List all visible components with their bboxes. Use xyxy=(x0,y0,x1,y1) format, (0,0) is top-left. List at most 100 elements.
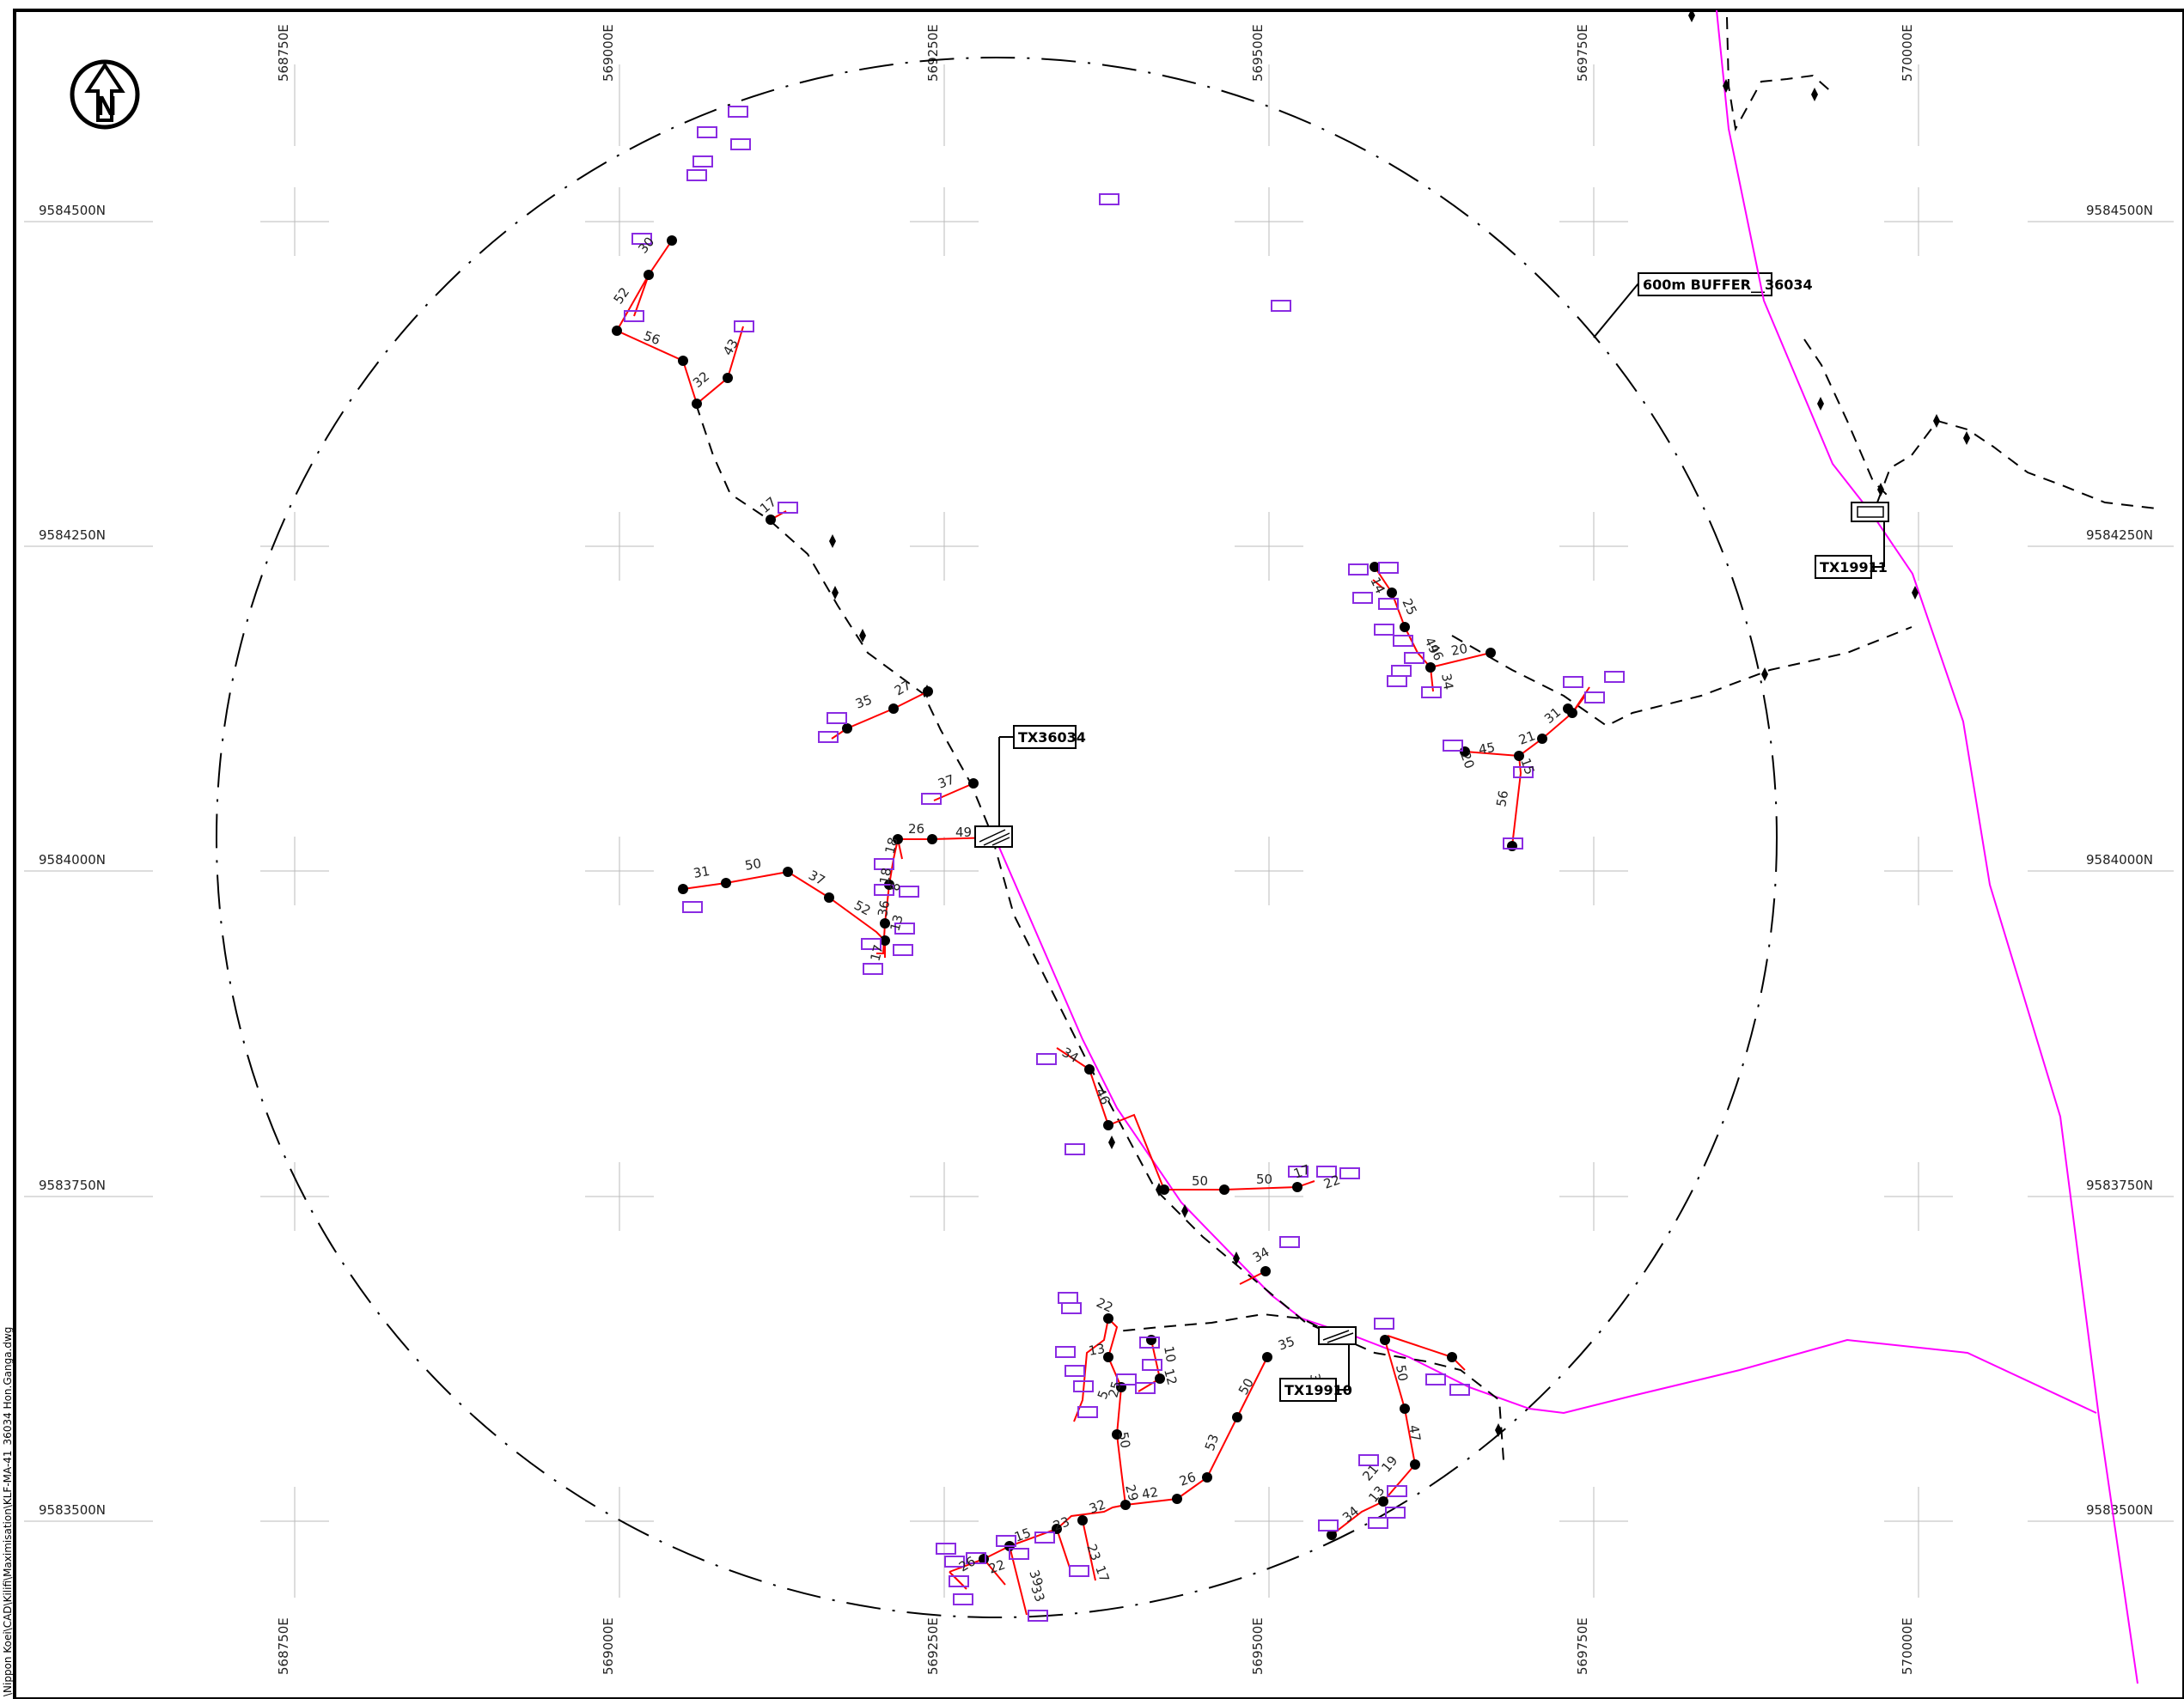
segment-label: 56 xyxy=(1493,789,1511,808)
transformer-tx19911[interactable]: TX19911 xyxy=(1815,502,1889,579)
segment-label: 47 xyxy=(1406,1424,1424,1443)
transformer-tx36034[interactable]: TX36034 xyxy=(974,725,1086,848)
grid-lines xyxy=(24,64,2174,1598)
segment-label: 32 xyxy=(1087,1496,1107,1516)
north-arrow-icon: N xyxy=(70,59,140,130)
easting-label-bottom-3: 569250E xyxy=(925,1617,941,1675)
segment-label: 35 xyxy=(1276,1333,1296,1353)
northing-label-left-1: 9584500N xyxy=(39,203,106,218)
easting-label-top-1: 568750E xyxy=(276,24,291,82)
segment-label: 39 xyxy=(1026,1568,1046,1588)
northing-label-right-4: 9583750N xyxy=(2086,1178,2153,1193)
segment-label: 8 xyxy=(887,881,903,892)
buffer-label: 600m BUFFER__36034 xyxy=(1643,277,1813,293)
northing-label-right-3: 9584000N xyxy=(2086,852,2153,868)
mv-lines xyxy=(994,9,2138,1684)
segment-label: 15 xyxy=(1012,1525,1033,1544)
north-arrow-letter: N xyxy=(95,92,117,122)
segment-label: 34 xyxy=(1250,1244,1272,1265)
easting-label-top-3: 569250E xyxy=(925,24,941,82)
segment-label: 20 xyxy=(1450,641,1469,659)
segment-label: 26 xyxy=(908,821,924,837)
segment-label: 26 xyxy=(1177,1469,1198,1489)
segment-label: 32 xyxy=(690,368,712,391)
segment-label: 15 xyxy=(1517,756,1537,776)
transformer-label-box xyxy=(1279,1378,1337,1402)
segment-label: 45 xyxy=(1478,740,1497,758)
segment-label: 21 xyxy=(1516,728,1537,747)
segment-label: 50 xyxy=(744,856,763,874)
segment-label: 19 xyxy=(1378,1452,1400,1475)
northing-label-left-5: 9583500N xyxy=(39,1502,106,1518)
transformer-symbol[interactable] xyxy=(974,825,1013,848)
segment-label: 10 xyxy=(1161,1345,1179,1364)
proposed-lv-lines xyxy=(615,240,1590,1616)
northing-label-left-4: 9583750N xyxy=(39,1178,106,1193)
transformer-label: TX19911 xyxy=(1820,559,1888,575)
segment-label: 20 xyxy=(1457,750,1477,770)
easting-label-top-6: 570000E xyxy=(1900,24,1915,82)
northing-label-right-2: 9584250N xyxy=(2086,527,2153,543)
segment-label: 34 xyxy=(1438,673,1456,691)
segment-label: 31 xyxy=(692,863,711,881)
segment-label: 23 xyxy=(1083,1542,1103,1562)
northing-label-right-5: 9583500N xyxy=(2086,1502,2153,1518)
segment-label: 33 xyxy=(1028,1583,1047,1604)
easting-label-bottom-5: 569750E xyxy=(1575,1617,1590,1675)
segment-label: 22 xyxy=(986,1556,1007,1576)
easting-label-top-2: 569000E xyxy=(601,24,616,82)
segment-label: 23 xyxy=(1051,1513,1071,1533)
segment-labels: 30 52 56 43 32 17 35 27 37 49 26 31 50 3… xyxy=(611,234,1565,1604)
map-frame xyxy=(13,9,2184,1699)
segment-label: 18 xyxy=(882,836,900,856)
segment-label: 50 xyxy=(1235,1375,1257,1398)
segment-label: 29 xyxy=(1122,1483,1141,1502)
northing-label-left-3: 9584000N xyxy=(39,852,106,868)
pole-markers xyxy=(829,9,1970,1437)
transformer-label-box xyxy=(1013,725,1077,749)
segment-label: 43 xyxy=(720,336,741,358)
transformer-tx19910[interactable]: TX19910 xyxy=(1279,1326,1357,1402)
segment-label: 50 xyxy=(1192,1173,1208,1189)
easting-label-bottom-2: 569000E xyxy=(601,1617,616,1675)
northing-label-left-2: 9584250N xyxy=(39,527,106,543)
segment-label: 36 xyxy=(875,899,893,918)
transformer-label-box xyxy=(1815,555,1872,579)
segment-label: 25 xyxy=(1399,596,1419,618)
easting-label-bottom-6: 570000E xyxy=(1900,1617,1915,1675)
segment-label: 18 xyxy=(876,867,894,886)
segment-label: 49 xyxy=(955,825,972,840)
segment-label: 17 xyxy=(1092,1563,1112,1584)
segment-label: 17 xyxy=(867,943,886,963)
transformer-label: TX36034 xyxy=(1018,729,1086,746)
easting-label-bottom-4: 569500E xyxy=(1250,1617,1266,1675)
easting-label-top-4: 569500E xyxy=(1250,24,1266,82)
segment-label: 53 xyxy=(1202,1432,1222,1452)
segment-label: 34 xyxy=(1339,1503,1362,1525)
buffer-label-box xyxy=(1638,272,1772,296)
segment-label: 30 xyxy=(635,234,657,256)
segment-label: 50 xyxy=(1115,1431,1133,1450)
segment-label: 35 xyxy=(853,691,874,711)
existing-lv-lines xyxy=(695,16,2157,1461)
segment-label: 17 xyxy=(1291,1161,1312,1181)
segment-label: 50 xyxy=(1256,1172,1272,1187)
customer-boxes xyxy=(624,106,1625,1622)
proposed-poles xyxy=(612,235,1577,1564)
buffer-leader xyxy=(1593,283,1639,338)
transformer-label: TX19910 xyxy=(1284,1382,1352,1398)
segment-label: 56 xyxy=(642,328,662,348)
segment-label: 22 xyxy=(1321,1172,1342,1191)
northing-label-right-1: 9584500N xyxy=(2086,203,2153,218)
segment-label: 50 xyxy=(1393,1364,1411,1383)
transformer-symbol[interactable] xyxy=(1318,1326,1357,1345)
segment-label: 42 xyxy=(1141,1484,1160,1502)
buffer-circle xyxy=(216,57,1778,1618)
segment-label: 25 xyxy=(1105,1379,1124,1399)
segment-label: 37 xyxy=(936,771,956,791)
segment-label: 13 xyxy=(887,913,906,933)
easting-label-top-5: 569750E xyxy=(1575,24,1590,82)
segment-label: 27 xyxy=(892,677,914,698)
segment-label: 13 xyxy=(1088,1341,1107,1359)
